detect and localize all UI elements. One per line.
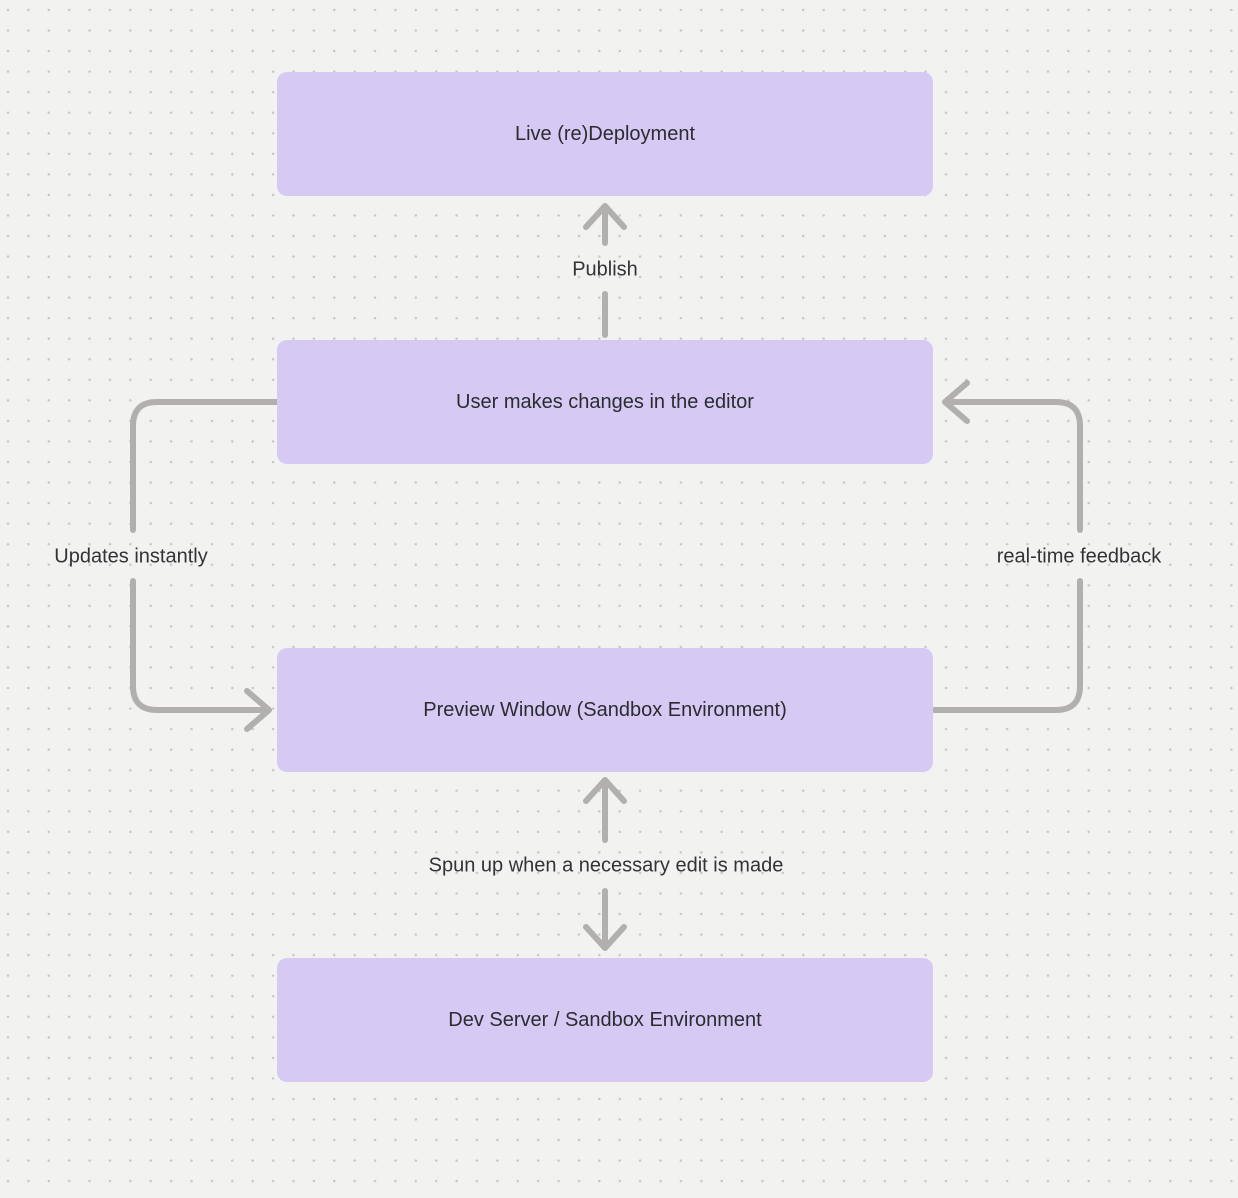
node-label: Preview Window (Sandbox Environment) (423, 699, 787, 721)
edge-publish-arrow (583, 203, 627, 338)
node-label: User makes changes in the editor (456, 391, 754, 413)
arrowhead-down-icon (583, 924, 627, 951)
edge-updates-instantly-arrow (130, 399, 282, 732)
node-label: Live (re)Deployment (514, 123, 696, 145)
edge-label-updates-instantly: Updates instantly (54, 545, 208, 568)
node-label: Dev Server / Sandbox Environment (448, 1009, 762, 1031)
node-preview-window[interactable]: Preview Window (Sandbox Environment) (277, 648, 933, 772)
node-dev-server[interactable]: Dev Server / Sandbox Environment (277, 958, 933, 1082)
arrowhead-left-icon (942, 380, 970, 424)
edge-label-spun-up: Spun up when a necessary edit is made (428, 854, 784, 877)
edge-label-publish: Publish (572, 258, 638, 281)
node-user-editor[interactable]: User makes changes in the editor (277, 340, 933, 464)
edge-spun-up-arrow (583, 777, 627, 951)
edge-realtime-feedback-arrow (931, 380, 1083, 713)
arrowhead-right-icon (244, 688, 272, 732)
edge-label-realtime-feedback: real-time feedback (996, 545, 1162, 568)
node-live-redeployment[interactable]: Live (re)Deployment (277, 72, 933, 196)
